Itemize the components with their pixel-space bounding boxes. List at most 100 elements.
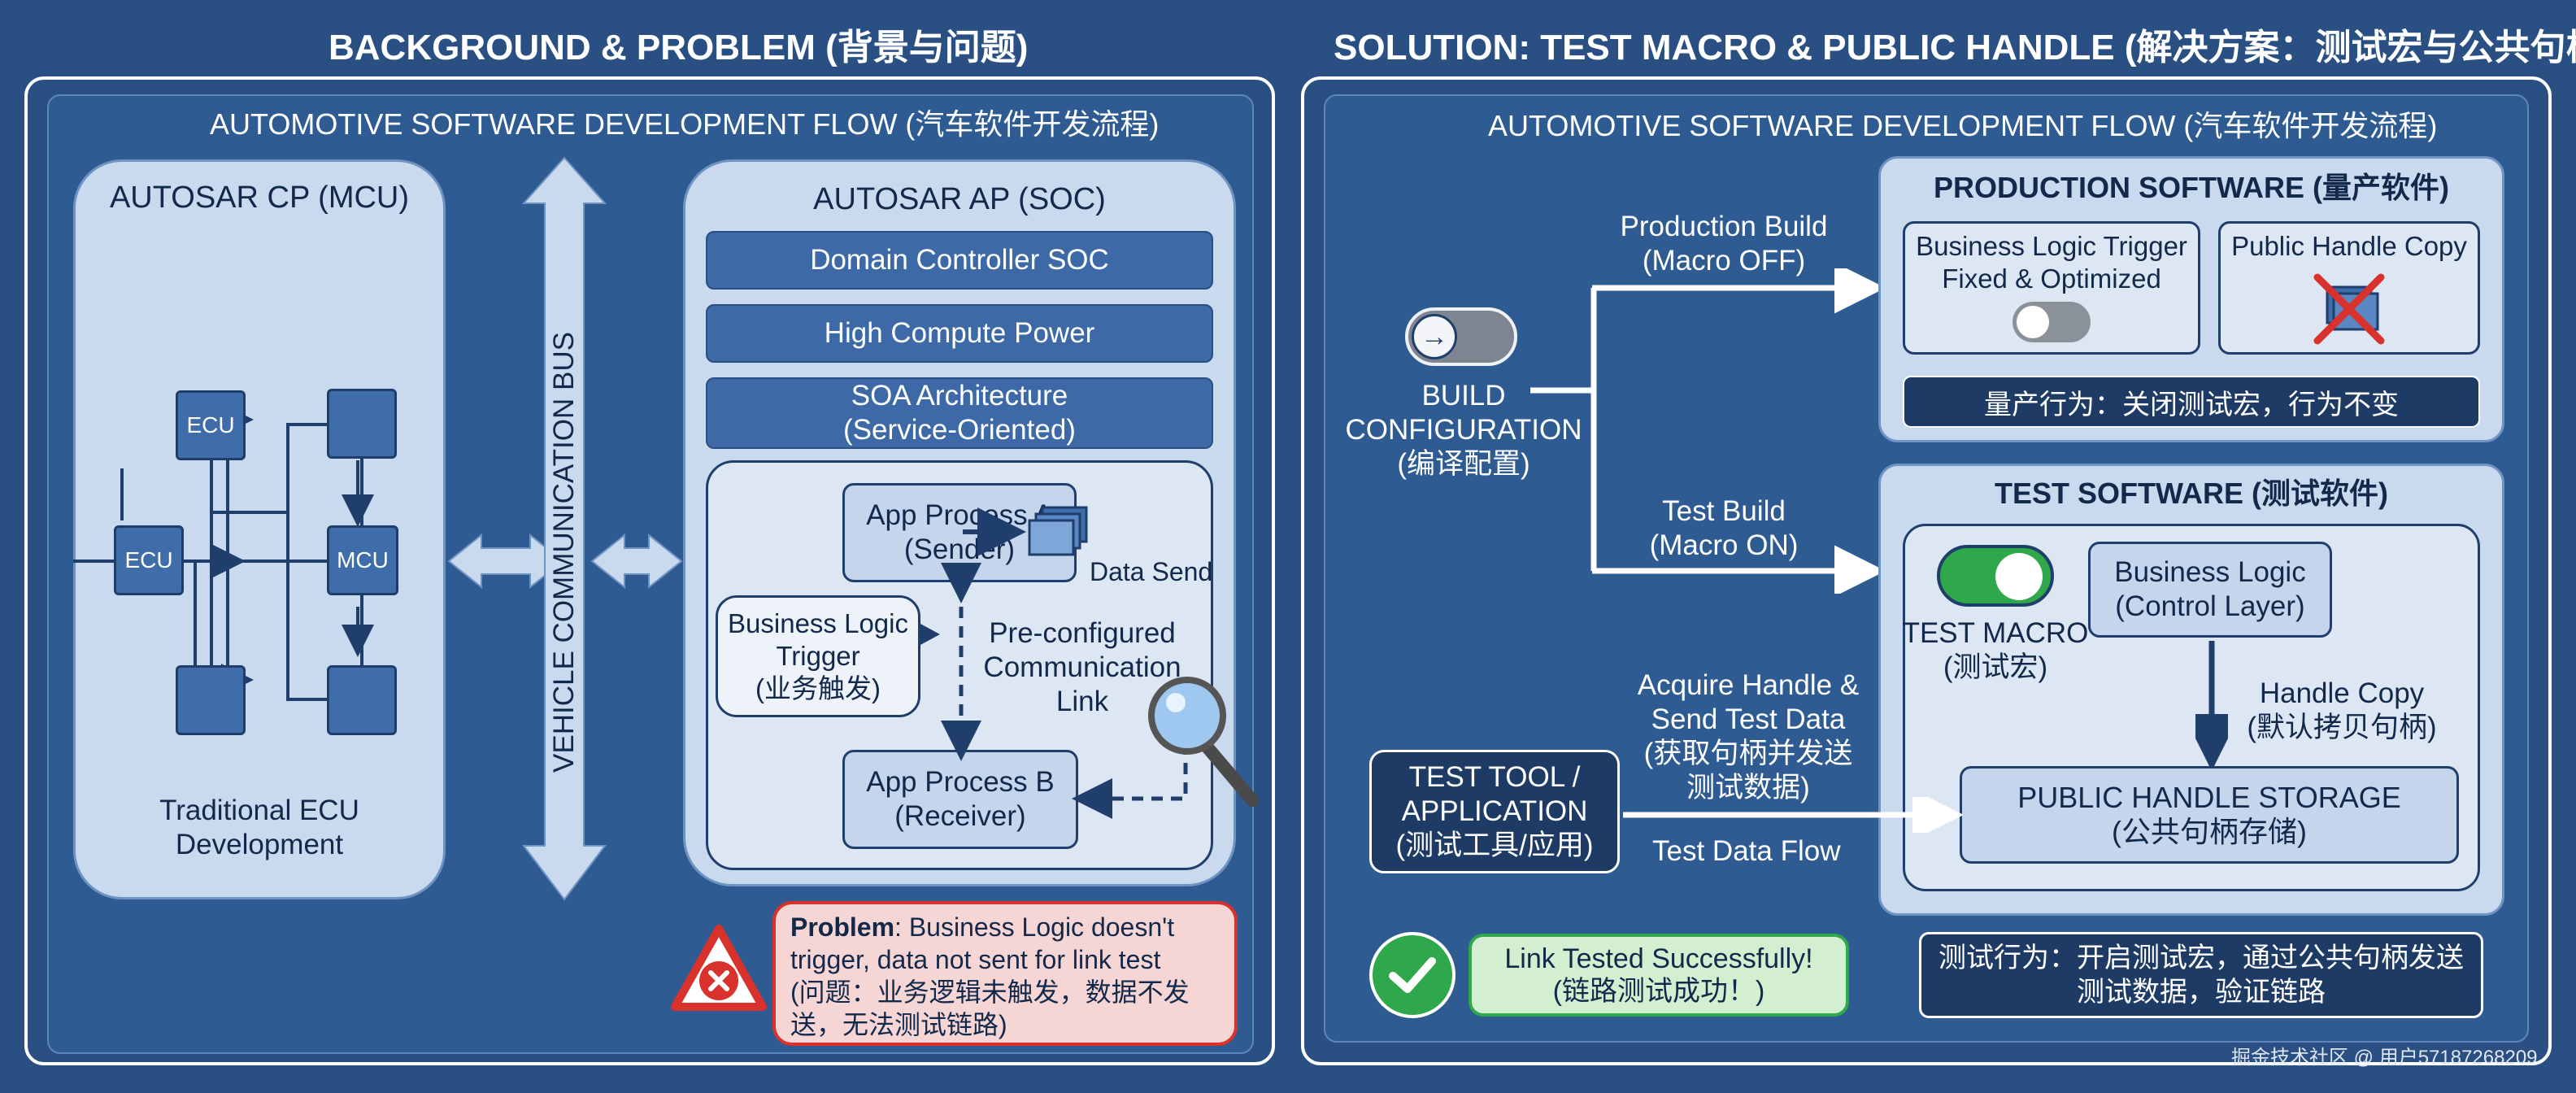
problem-box: Problem: Business Logic doesn't trigger,…: [772, 901, 1238, 1046]
mcu-chip: MCU: [327, 525, 398, 595]
warning-icon: [671, 925, 767, 1011]
disabled-copy-icon: [2313, 273, 2385, 345]
link-line: [360, 459, 363, 525]
test-macro-line: (测试宏): [1943, 651, 2048, 683]
autosar-ap-title: AUTOSAR AP (SOC): [813, 182, 1106, 216]
test-build-label: Test Build (Macro ON): [1594, 494, 1854, 563]
link-line: [184, 560, 327, 563]
chip-bottom-right: [327, 665, 397, 735]
business-logic-control-box: Business Logic (Control Layer): [2088, 542, 2332, 638]
app-process-b: App Process B (Receiver): [842, 750, 1078, 849]
link-line-text: Link: [1055, 686, 1109, 717]
process-link-diagram: [941, 506, 1259, 819]
test-title: TEST SOFTWARE (测试软件): [1995, 477, 2388, 510]
right-header: SOLUTION: TEST MACRO & PUBLIC HANDLE (解决…: [1334, 28, 2576, 67]
acquire-handle-label: Acquire Handle & Send Test Data (获取句柄并发送…: [1618, 668, 1878, 805]
mcu-label: MCU: [337, 547, 389, 573]
test-macro-label: TEST MACRO (测试宏): [1898, 616, 2093, 685]
build-config-line: BUILD: [1421, 380, 1506, 412]
right-panel: [1301, 76, 2552, 1065]
production-title: PRODUCTION SOFTWARE (量产软件): [1934, 171, 2449, 204]
right-flow-title: AUTOMOTIVE SOFTWARE DEVELOPMENT FLOW (汽车…: [1488, 109, 2438, 142]
success-line: Link Tested Successfully!: [1504, 943, 1813, 974]
magnifier-icon: [1148, 677, 1259, 807]
problem-line: (问题：业务逻辑未触发，数据不发: [790, 978, 1190, 1007]
watermark: 掘金技术社区 @ 用户57187268209: [2231, 1047, 2538, 1069]
control-layer-line: (Control Layer): [2115, 590, 2305, 622]
public-handle-copy-box: Public Handle Copy: [2218, 221, 2480, 355]
storage-line: PUBLIC HANDLE STORAGE: [2017, 781, 2401, 814]
macro-off-toggle[interactable]: [2012, 302, 2091, 342]
checkmark-icon: [1389, 957, 1436, 993]
business-logic-trigger-bubble: Business Logic Trigger (业务触发): [716, 595, 920, 717]
test-tool-box: TEST TOOL / APPLICATION (测试工具/应用): [1369, 750, 1620, 873]
cp-caption-line: Traditional ECU: [159, 795, 359, 826]
toggle-knob: [2017, 306, 2049, 338]
build-config-toggle[interactable]: →: [1405, 307, 1517, 366]
cp-caption-line: Development: [175, 829, 344, 860]
handle-copy-line: (默认拷贝句柄): [2247, 712, 2437, 743]
build-config-line: (编译配置): [1397, 448, 1530, 480]
test-macro-toggle-on[interactable]: [1937, 545, 2054, 607]
ap-row-soa: SOA Architecture (Service-Oriented): [706, 377, 1213, 449]
link-line: [213, 511, 286, 514]
bus-arrows: [447, 156, 683, 901]
chip-top-right: [327, 389, 397, 459]
problem-first-line: Problem: Business Logic doesn't: [790, 911, 1220, 943]
test-build-line: Test Build: [1662, 495, 1786, 527]
ap-row-domain-controller: Domain Controller SOC: [706, 231, 1213, 290]
test-data-flow-label: Test Data Flow: [1652, 835, 1841, 867]
success-message: Link Tested Successfully! (链路测试成功！): [1469, 934, 1849, 1017]
link-line: [360, 595, 363, 665]
ecu-chip-top: ECU: [176, 390, 246, 460]
control-layer-line: Business Logic: [2114, 556, 2306, 588]
trigger-line: Business Logic: [728, 608, 908, 638]
link-line: [286, 423, 327, 426]
success-line: (链路测试成功！): [1552, 976, 1765, 1007]
problem-line: trigger, data not sent for link test: [790, 945, 1161, 974]
problem-text: : Business Logic doesn't: [894, 912, 1175, 942]
cp-caption: Traditional ECU Development: [73, 794, 446, 862]
soa-line: (Service-Oriented): [843, 414, 1076, 446]
arrow-right-icon: →: [1412, 314, 1457, 359]
build-config-line: CONFIGURATION: [1345, 414, 1582, 446]
ecu-label: ECU: [186, 412, 235, 438]
ecu-label: ECU: [124, 547, 173, 573]
handle-copy-label: Handle Copy (默认拷贝句柄): [2244, 677, 2439, 745]
link-line: [286, 698, 327, 701]
build-config-label: BUILD CONFIGURATION (编译配置): [1334, 379, 1594, 481]
check-circle-icon: [1369, 932, 1456, 1018]
test-tool-line: (测试工具/应用): [1395, 830, 1594, 861]
toggle-knob: [1995, 553, 2043, 600]
test-tool-line: TEST TOOL /: [1408, 761, 1581, 793]
trigger-fixed-line: Fixed & Optimized: [1942, 263, 2161, 294]
acquire-line: Send Test Data: [1651, 703, 1846, 735]
link-line-text: Pre-configured: [989, 617, 1176, 649]
build-branch-arrows: [1530, 268, 1886, 594]
public-handle-storage: PUBLIC HANDLE STORAGE (公共句柄存储): [1960, 766, 2459, 864]
handle-copy-line: Handle Copy: [2259, 677, 2425, 709]
autosar-cp-title: AUTOSAR CP (MCU): [109, 181, 410, 215]
business-logic-fixed-box: Business Logic Trigger Fixed & Optimized: [1903, 221, 2200, 355]
problem-label: Problem: [790, 912, 895, 942]
data-stack-icon: [1028, 506, 1088, 556]
production-build-line: Production Build: [1620, 211, 1828, 242]
test-behavior: 测试行为：开启测试宏，通过公共句柄发送 测试数据，验证链路: [1919, 932, 2483, 1018]
data-send-label: Data Send: [1090, 557, 1213, 586]
chip-bottom-left: [176, 665, 246, 735]
link-line: [210, 561, 213, 665]
vehicle-communication-bus-label: VEHICLE COMMUNICATION BUS: [548, 332, 580, 773]
link-line: [286, 423, 289, 699]
production-behavior: 量产行为：关闭测试宏，行为不变: [1903, 376, 2480, 428]
left-panel: [24, 76, 1275, 1065]
storage-line: (公共句柄存储): [2112, 815, 2307, 848]
trigger-line: (业务触发): [755, 673, 881, 703]
process-b-line: (Receiver): [894, 800, 1026, 832]
ecu-chip-left: ECU: [114, 525, 184, 595]
test-macro-line: TEST MACRO: [1902, 617, 2089, 649]
test-behavior-line: 测试数据，验证链路: [2077, 977, 2326, 1008]
acquire-line: 测试数据): [1686, 772, 1810, 803]
test-tool-line: APPLICATION: [1401, 795, 1588, 827]
left-header: BACKGROUND & PROBLEM (背景与问题): [329, 28, 1029, 67]
trigger-fixed-line: Business Logic Trigger: [1916, 231, 2187, 261]
